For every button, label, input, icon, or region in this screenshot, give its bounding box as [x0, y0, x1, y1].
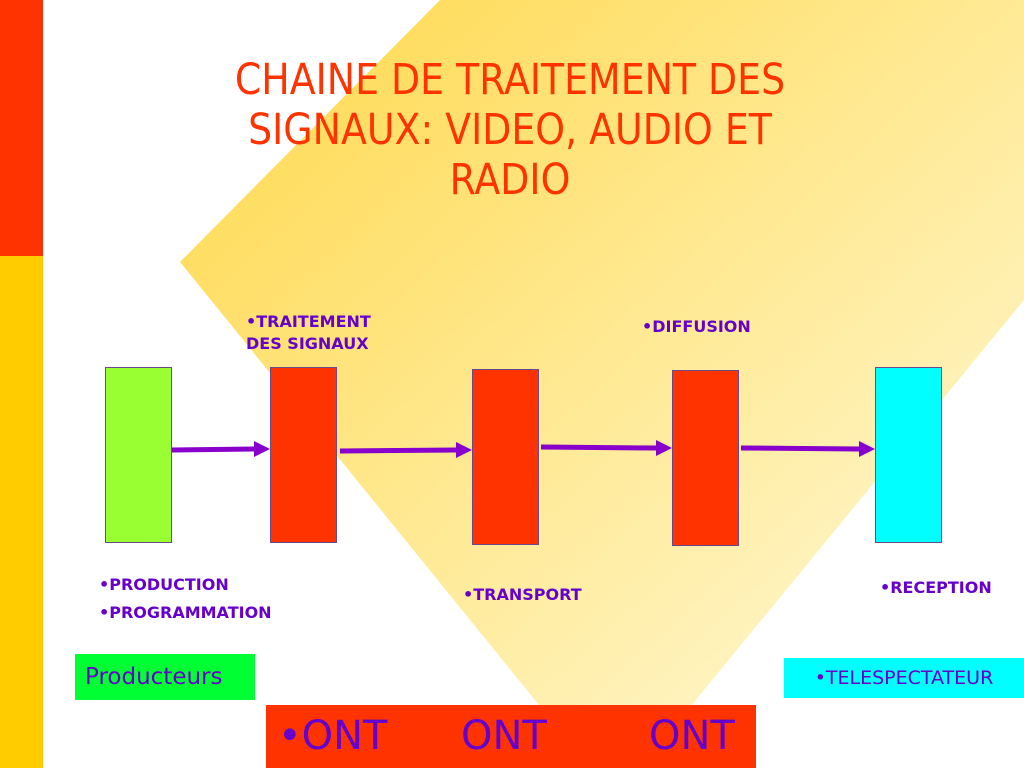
slide-title: CHAINE DE TRAITEMENT DES SIGNAUX: VIDEO,… [234, 55, 786, 205]
label-reception: •RECEPTION [880, 578, 992, 597]
ont-item-2: ONT [461, 713, 547, 759]
box-transport [472, 369, 539, 545]
label-traitement: •TRAITEMENT DES SIGNAUX [246, 312, 371, 353]
ont-item-1: •ONT [278, 713, 388, 759]
arrow-3-head [656, 440, 672, 456]
label-diffusion: •DIFFUSION [642, 317, 751, 336]
box-production [105, 367, 172, 543]
telespectateur-box: •TELESPECTATEUR [784, 658, 1024, 698]
ont-item-3: ONT [649, 713, 735, 759]
arrow-1 [171, 446, 255, 453]
label-transport: •TRANSPORT [463, 585, 582, 604]
arrow-1-head [254, 441, 270, 457]
box-reception [875, 367, 942, 543]
label-programmation: •PROGRAMMATION [99, 603, 272, 622]
label-production: •PRODUCTION [99, 575, 229, 594]
arrow-2 [339, 447, 457, 454]
arrow-2-head [456, 442, 472, 458]
ont-bar: •ONT ONT ONT [266, 705, 756, 768]
left-stripe-yellow [0, 256, 43, 768]
left-stripe-red [0, 0, 43, 256]
producteurs-box: Producteurs [75, 654, 255, 700]
arrow-4-head [859, 441, 875, 457]
arrow-3 [540, 444, 657, 451]
box-traitement [270, 367, 337, 543]
arrow-4 [740, 445, 860, 452]
box-diffusion [672, 370, 739, 546]
